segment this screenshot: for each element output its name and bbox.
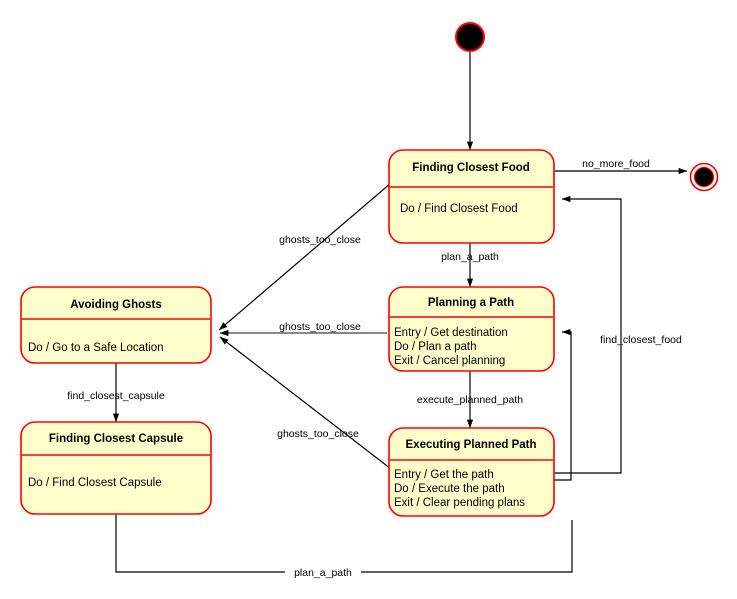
- edge-label-find-closest-capsule: find_closest_capsule: [67, 390, 165, 402]
- state-line-do: Do / Plan a path: [394, 341, 476, 353]
- transition-plan-a-path-food-to-planning: plan_a_path: [441, 243, 499, 288]
- edge-label-no-more-food: no_more_food: [582, 158, 650, 170]
- transition-find-closest-food: find_closest_food: [554, 195, 682, 474]
- edge-label-plan-a-path-2: plan_a_path: [294, 567, 352, 579]
- transition-plan-a-path-capsule-to-executing: plan_a_path: [115, 514, 573, 580]
- state-planning-a-path[interactable]: Planning a Path Entry / Get destination …: [388, 286, 555, 372]
- label-backdrop: [285, 564, 361, 580]
- transition-ghosts-too-close-from-food: ghosts_too_close: [218, 182, 392, 331]
- edge-label-ghosts-too-close-3: ghosts_too_close: [277, 428, 359, 440]
- transition-find-closest-capsule: find_closest_capsule: [67, 363, 165, 423]
- state-title-avoiding-ghosts: Avoiding Ghosts: [70, 299, 162, 311]
- state-line-do: Do / Find Closest Capsule: [28, 477, 162, 489]
- final-state-node[interactable]: [689, 162, 719, 192]
- transition-ghosts-too-close-from-executing: ghosts_too_close: [219, 336, 392, 470]
- state-avoiding-ghosts[interactable]: Avoiding Ghosts Do / Go to a Safe Locati…: [20, 286, 212, 364]
- state-title-finding-closest-food: Finding Closest Food: [412, 162, 530, 174]
- state-line-do: Do / Go to a Safe Location: [28, 342, 164, 354]
- state-line-do: Do / Find Closest Food: [400, 203, 518, 215]
- edge-label-plan-a-path-1: plan_a_path: [441, 251, 499, 263]
- bottom-route-path: [115, 514, 573, 573]
- state-line-exit: Exit / Cancel planning: [394, 355, 505, 367]
- state-title-executing-planned-path: Executing Planned Path: [406, 439, 537, 451]
- edge-label-ghosts-too-close-1: ghosts_too_close: [279, 234, 361, 246]
- transition-execute-planned-path: execute_planned_path: [417, 371, 523, 429]
- state-executing-planned-path[interactable]: Executing Planned Path Entry / Get the p…: [388, 427, 555, 517]
- transition-executing-to-planning: [554, 328, 572, 481]
- state-line-exit: Exit / Clear pending plans: [394, 497, 525, 509]
- state-line-entry: Entry / Get destination: [394, 327, 508, 339]
- edge-label-find-closest-food: find_closest_food: [600, 334, 682, 346]
- edge-label-execute-planned-path: execute_planned_path: [417, 394, 523, 406]
- initial-state-node[interactable]: [455, 22, 485, 52]
- state-title-planning-a-path: Planning a Path: [428, 297, 514, 309]
- state-finding-closest-capsule[interactable]: Finding Closest Capsule Do / Find Closes…: [20, 421, 212, 515]
- state-line-do: Do / Execute the path: [394, 483, 505, 495]
- transition-ghosts-too-close-from-planning: ghosts_too_close: [219, 321, 387, 337]
- edge-label-ghosts-too-close-2: ghosts_too_close: [279, 321, 361, 333]
- state-finding-closest-food[interactable]: Finding Closest Food Do / Find Closest F…: [388, 149, 555, 244]
- state-line-entry: Entry / Get the path: [394, 469, 494, 481]
- state-title-finding-closest-capsule: Finding Closest Capsule: [49, 433, 183, 445]
- transition-no-more-food: no_more_food: [554, 158, 688, 175]
